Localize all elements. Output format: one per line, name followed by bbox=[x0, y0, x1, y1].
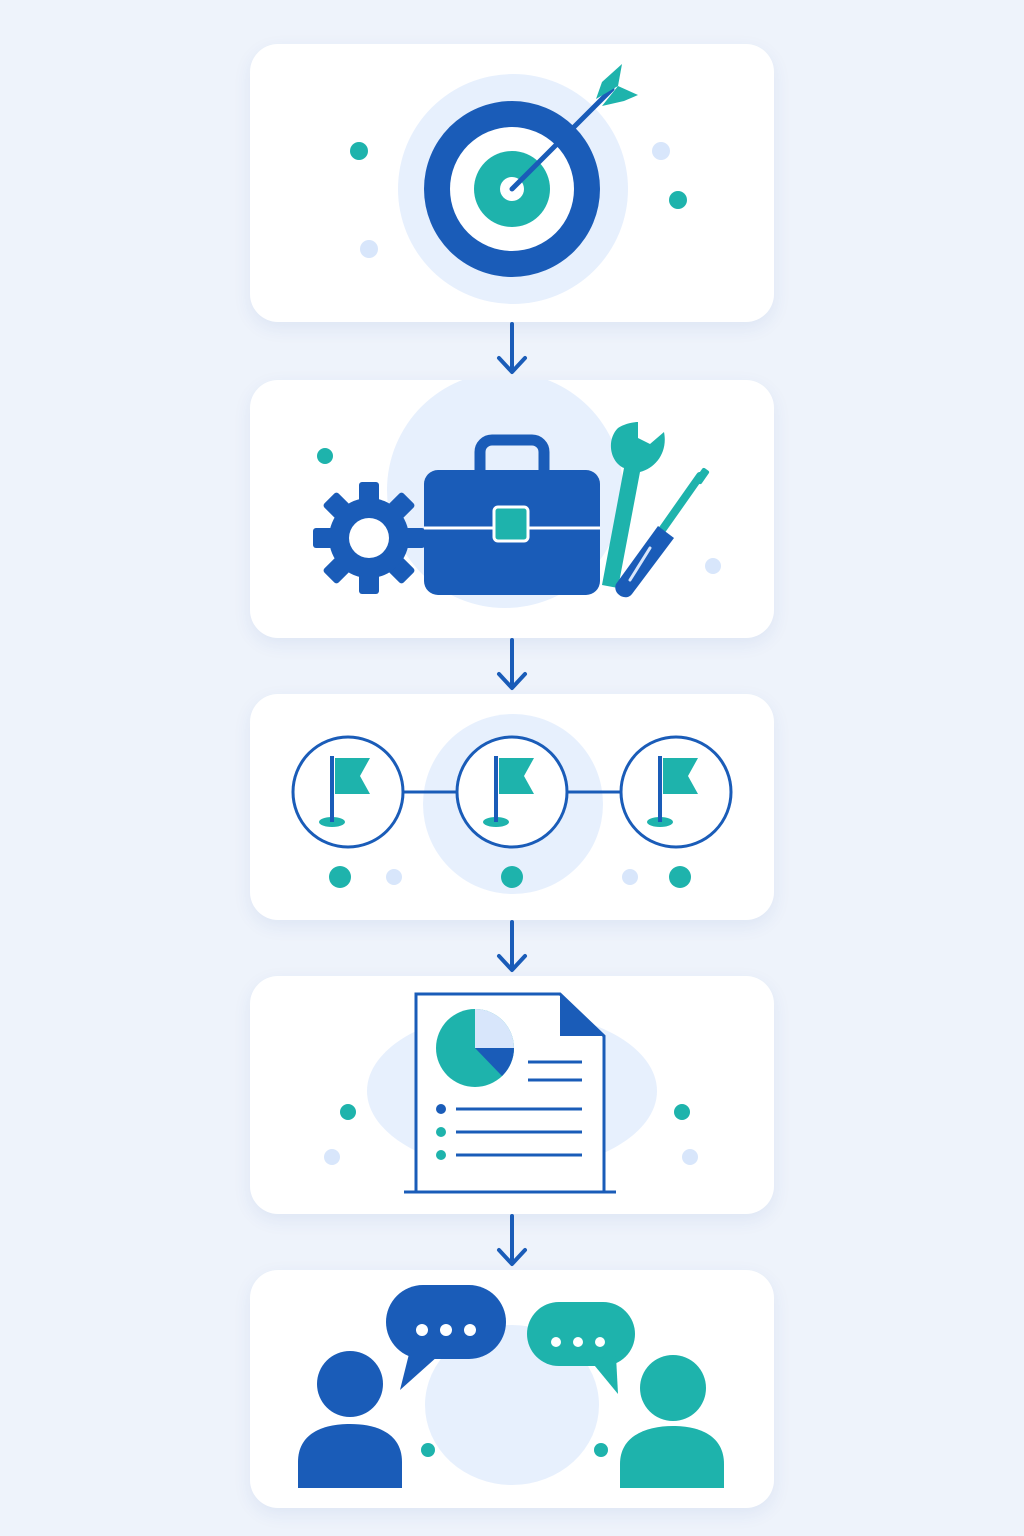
flag-icon bbox=[619, 735, 733, 849]
arrow-down-icon bbox=[497, 322, 527, 374]
screwdriver-icon bbox=[615, 467, 710, 598]
conversation-icon bbox=[298, 1285, 724, 1488]
speech-bubble-icon bbox=[386, 1285, 506, 1390]
toolkit-icon bbox=[313, 380, 721, 608]
speech-bubble-icon bbox=[527, 1302, 635, 1394]
flag-icon bbox=[291, 735, 405, 849]
milestones-icon bbox=[291, 714, 733, 894]
arrow-down-icon bbox=[497, 920, 527, 972]
step-card-report bbox=[250, 976, 774, 1214]
step-card-milestones bbox=[250, 694, 774, 920]
wrench-icon bbox=[602, 422, 665, 588]
target-icon bbox=[350, 64, 687, 304]
gear-icon bbox=[313, 482, 425, 594]
arrow-down-icon bbox=[497, 1214, 527, 1266]
pie-chart-icon bbox=[436, 1009, 514, 1087]
person-icon bbox=[620, 1355, 724, 1488]
person-icon bbox=[298, 1351, 402, 1488]
step-card-goal bbox=[250, 44, 774, 322]
step-card-feedback bbox=[250, 1270, 774, 1508]
arrow-down-icon bbox=[497, 638, 527, 690]
step-card-resources bbox=[250, 380, 774, 638]
briefcase-icon bbox=[424, 434, 600, 595]
report-icon bbox=[324, 992, 698, 1194]
flag-icon bbox=[455, 735, 569, 849]
